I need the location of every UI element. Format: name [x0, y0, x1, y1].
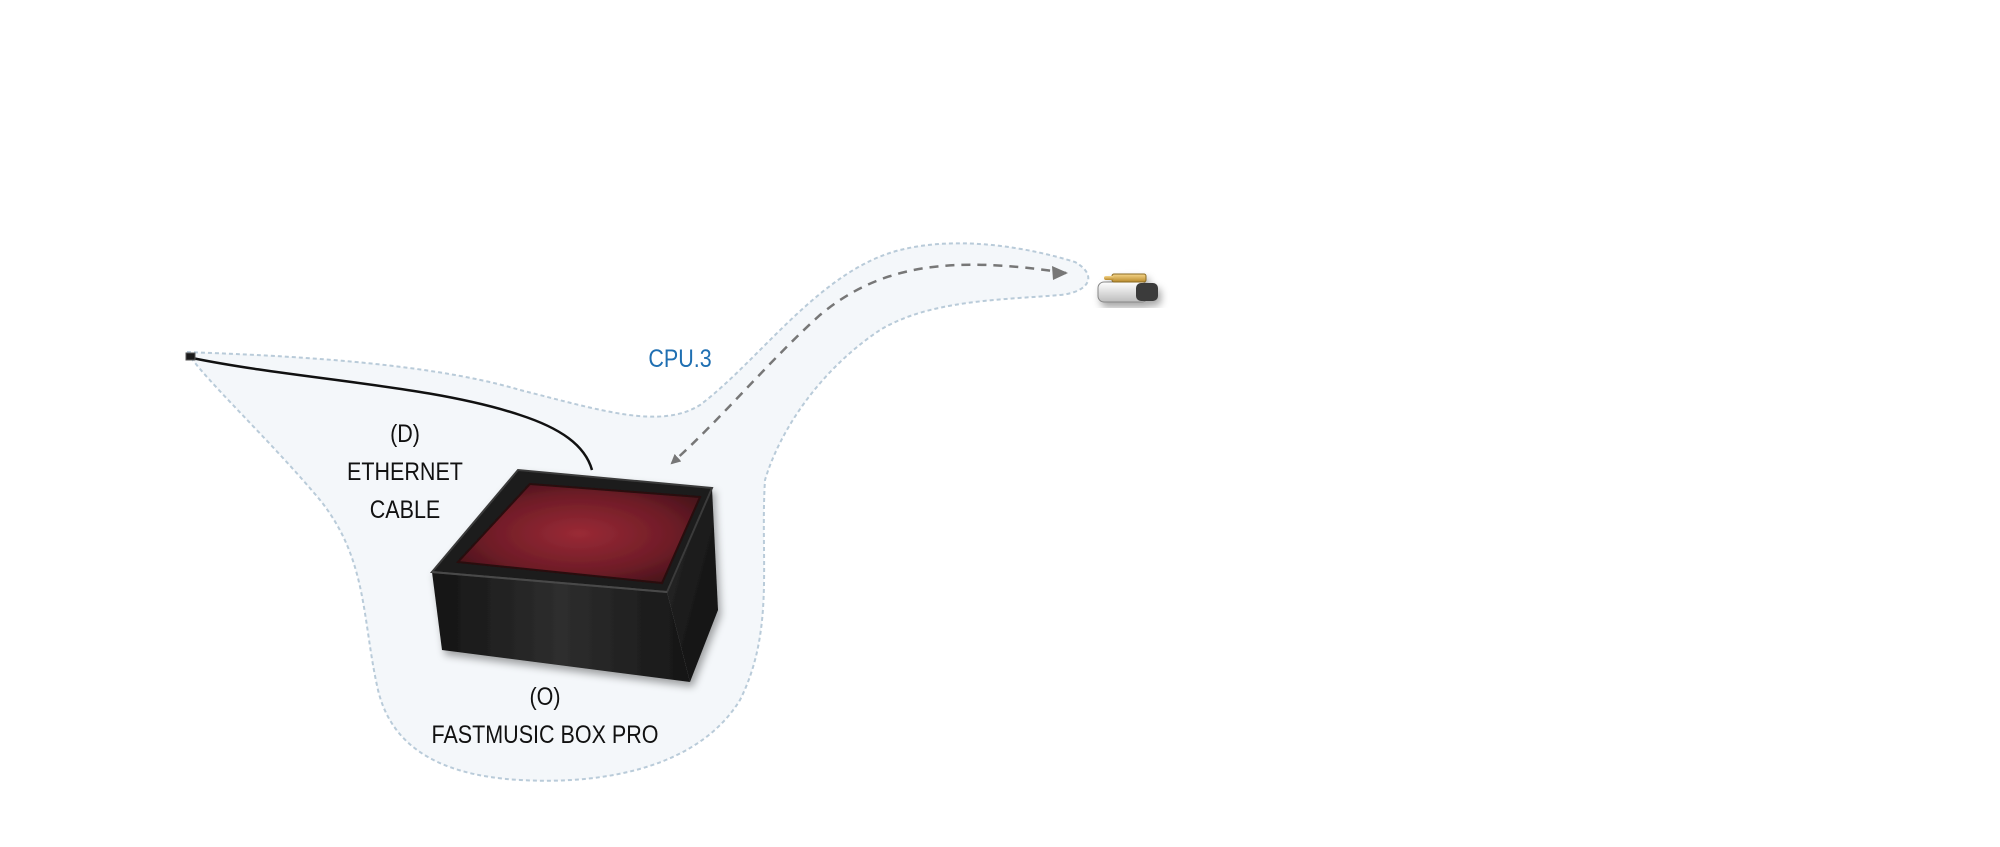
device-label: (O) FASTMUSIC BOX PRO [425, 678, 666, 754]
zone-label: CPU.3 [637, 340, 723, 378]
device-name: FASTMUSIC BOX PRO [431, 721, 659, 749]
ethernet-cable [191, 356, 594, 471]
device-id: (O) [529, 683, 561, 711]
audio-jack-plug-icon [1097, 273, 1158, 303]
zone-label-text: CPU.3 [648, 345, 712, 373]
ethernet-cable-label: (D) ETHERNET CABLE [341, 415, 470, 529]
device-screen [455, 482, 702, 585]
cable-name-line2: CABLE [369, 496, 441, 524]
cable-id: (D) [390, 420, 420, 448]
device-box [429, 468, 718, 682]
cable-name-line1: ETHERNET [347, 458, 463, 486]
arrowhead-right [1052, 266, 1068, 280]
ethernet-connector-icon [185, 352, 196, 361]
signal-path-arrow [670, 263, 1067, 465]
